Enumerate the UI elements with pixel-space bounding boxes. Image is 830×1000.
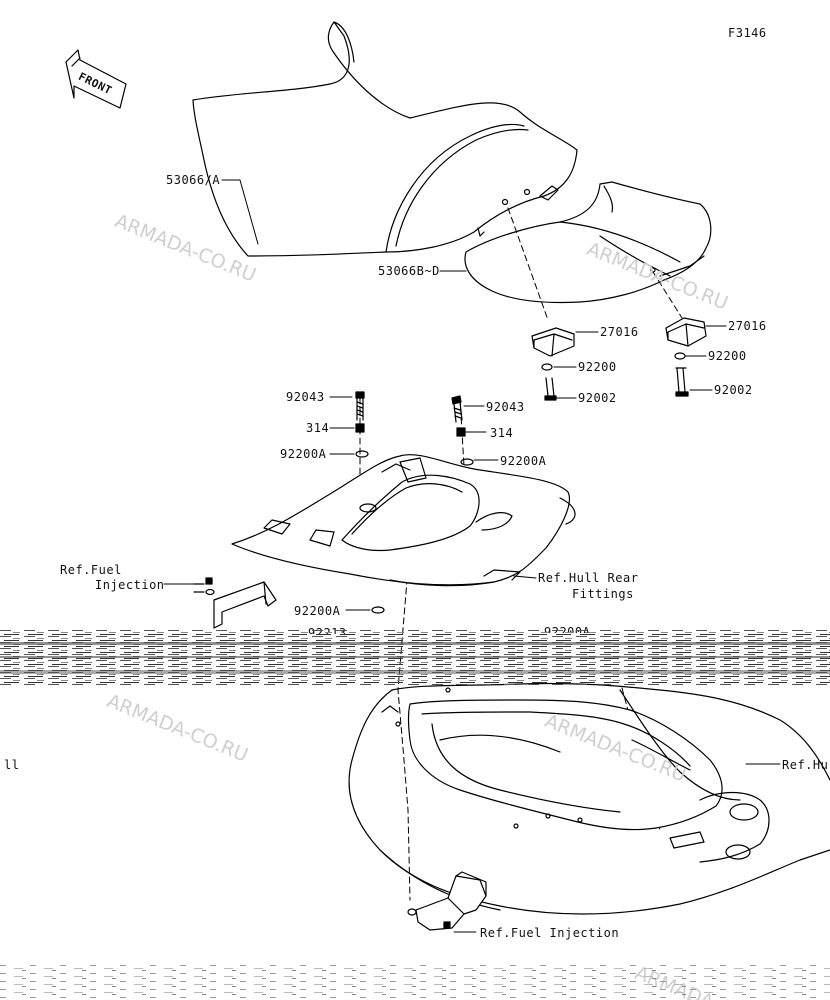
- front-seat: [192, 21, 578, 257]
- stud-right: [451, 395, 474, 466]
- label-27016-right: 27016: [728, 319, 767, 333]
- front-arrow-icon: [65, 49, 127, 109]
- edge-mark: ll: [4, 758, 20, 772]
- figure-code: F3146: [728, 26, 767, 40]
- hull: [348, 682, 830, 915]
- label-92002-left: 92002: [578, 391, 617, 405]
- label-27016-left: 27016: [600, 325, 639, 339]
- label-53066-a: 53066/A: [166, 173, 221, 187]
- scan-noise-bottom: [0, 964, 830, 1000]
- label-92200-left: 92200: [578, 360, 617, 374]
- label-92043-left: 92043: [286, 390, 325, 404]
- label-53066b-d: 53066B~D: [378, 264, 440, 278]
- rear-seat: [464, 181, 712, 304]
- seat-base: [231, 454, 576, 587]
- bracket-right: [665, 317, 707, 397]
- label-92200a-left: 92200A: [280, 447, 327, 461]
- bracket-fuel-bottom: [407, 871, 487, 931]
- bracket-left: [531, 327, 575, 401]
- label-92200-right: 92200: [708, 349, 747, 363]
- label-ref-fuel-line1: Ref.Fuel: [60, 563, 122, 577]
- label-ref-hull-rear-line1: Ref.Hull Rear: [538, 571, 639, 585]
- stud-left: [355, 391, 369, 458]
- scan-noise-band: [0, 630, 830, 686]
- label-ref-fuel-injection: Ref.Fuel Injection: [480, 926, 620, 940]
- label-314-right: 314: [490, 426, 514, 440]
- label-92043-right: 92043: [486, 400, 525, 414]
- label-ref-hull-rear-line2: Fittings: [572, 587, 634, 601]
- label-92200a-right: 92200A: [500, 454, 547, 468]
- bracket-fuel-left: [193, 577, 277, 629]
- washer-lower: [371, 606, 385, 614]
- label-partial-right: 92200A: [544, 625, 591, 633]
- label-ref-fuel-line2: Injection: [95, 578, 165, 592]
- label-314-left: 314: [306, 421, 330, 435]
- label-92200a-lower: 92200A: [294, 604, 341, 618]
- label-92002-right: 92002: [714, 383, 753, 397]
- label-ref-hull: Ref.Hu: [782, 758, 829, 772]
- leader-lines: [163, 179, 781, 933]
